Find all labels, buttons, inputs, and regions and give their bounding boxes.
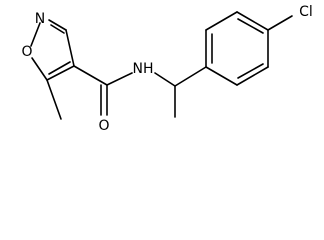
isoxazole-ring	[30, 19, 75, 81]
bond-ar-3-inner	[237, 18, 264, 34]
bond-c5-methyl	[46, 79, 62, 120]
benzene-ring	[205, 11, 269, 86]
bond-c4-carbonyl	[73, 65, 108, 86]
bond-n-c3	[48, 19, 67, 31]
bond-ch-phenyl	[174, 66, 207, 87]
carbonyl-oxygen-label: O	[98, 118, 109, 134]
bond-c5-o	[31, 57, 48, 81]
bond-ar-5-inner	[237, 63, 264, 79]
bond-c3-c4	[65, 29, 75, 67]
bond-n-ch	[154, 72, 176, 87]
bond-ar-2	[205, 11, 238, 31]
chlorine-label: Cl	[299, 4, 313, 20]
bond-ar-cl	[267, 15, 293, 31]
bond-ar-6	[205, 66, 238, 86]
isoxazole-nitrogen-label: N	[35, 11, 45, 27]
bond-c4-c5	[46, 65, 75, 81]
bond-ar-3	[236, 11, 269, 31]
amide-nitrogen-label: NH	[133, 61, 154, 77]
isoxazole-oxygen-label: O	[21, 44, 32, 60]
amide-group	[73, 65, 176, 116]
bond-c4-c5-inner	[48, 61, 71, 75]
bond-ar-5	[236, 66, 269, 86]
bond-o-n	[30, 22, 41, 47]
bond-n-c3-inner	[50, 24, 65, 34]
chemical-structure-diagram: N O O NH Cl	[21, 4, 313, 134]
bond-carbonyl-n	[106, 72, 133, 86]
